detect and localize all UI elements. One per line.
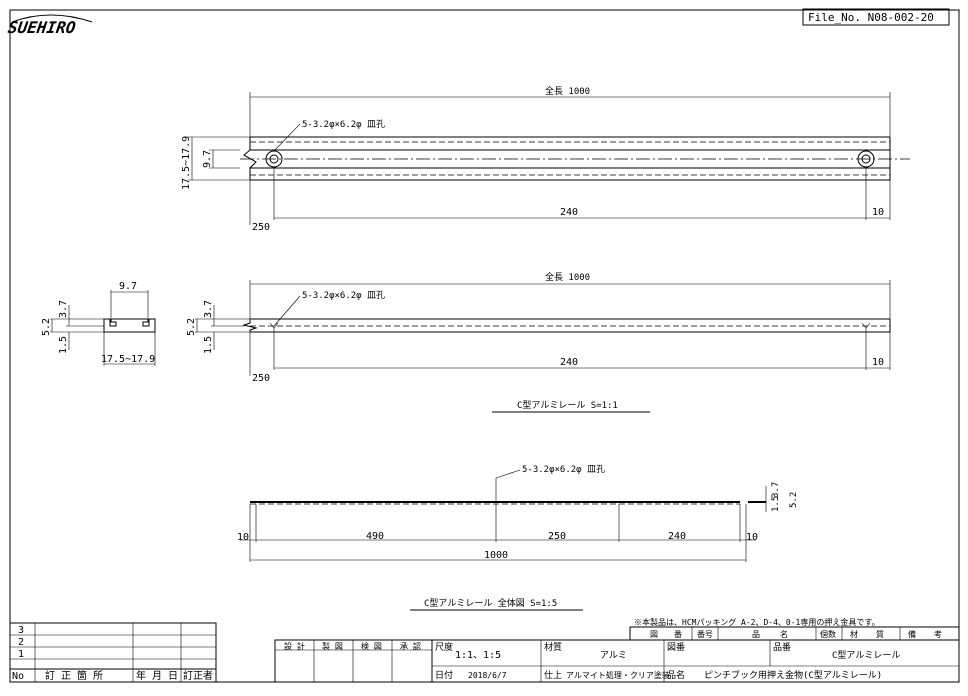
- top-hole-callout: 5-3.2φ×6.2φ 皿孔: [302, 119, 385, 130]
- top-dim-middle: 240: [560, 207, 578, 218]
- view-title-2: C型アルミレール 全体図 S=1:5: [424, 597, 557, 609]
- sec-dim-height-lower: 1.5: [58, 336, 69, 354]
- side-dim-left: 250: [252, 373, 270, 384]
- full-dim-end-left: 10: [237, 532, 249, 543]
- side-dim-height-total: 5.2: [186, 318, 197, 336]
- side-dim-middle: 240: [560, 357, 578, 368]
- file-no-box: [802, 8, 950, 26]
- rev-row-1: 1: [18, 649, 24, 660]
- top-dim-slot: 9.7: [202, 150, 213, 168]
- parts-h-3: 品: [752, 630, 760, 639]
- full-dim-h-lower: 1.5: [771, 496, 781, 512]
- side-overall-length: 全長 1000: [545, 271, 590, 283]
- parts-h-7: 質: [876, 629, 884, 639]
- parts-h-2: 番号: [697, 629, 713, 639]
- product-note: ※本製品は、HCMパッキング A-2、D-4、0-1専用の押え金具です。: [634, 617, 880, 627]
- parts-table: 図 番 番号 品 名 個数 材 質 備 考: [629, 626, 960, 641]
- scale-label: 尺度: [435, 641, 453, 653]
- rev-header-no: No: [12, 671, 24, 682]
- parts-h-9: 考: [934, 630, 942, 639]
- sec-dim-height-total: 5.2: [41, 318, 52, 336]
- sec-dim-top-width: 9.7: [119, 281, 137, 292]
- sign-approve: 承 認: [400, 641, 421, 651]
- parts-h-5: 個数: [820, 629, 836, 639]
- top-dim-width: 17.5~17.9: [181, 136, 192, 190]
- side-view: 全長 1000 5-3.2φ×6.2φ 皿孔 5.2 3.7 1.5 250 2…: [186, 271, 891, 384]
- full-dim-seg-2: 250: [548, 531, 566, 542]
- parts-h-6: 材: [850, 629, 858, 639]
- top-view: 全長 1000 5-3.2φ×6.2φ 皿孔 17.5~17.9 9.7: [181, 85, 910, 233]
- rev-header-desc: 訂 正 箇 所: [45, 669, 103, 682]
- sign-design: 設 計: [284, 641, 305, 651]
- finish-label: 仕上: [544, 669, 562, 681]
- suehiro-logo: SUEHIRO: [7, 14, 93, 37]
- sec-dim-bottom-width: 17.5~17.9: [101, 354, 155, 365]
- side-hole-callout: 5-3.2φ×6.2φ 皿孔: [302, 290, 385, 301]
- side-dim-height-upper: 3.7: [203, 300, 214, 318]
- full-hole-callout: 5-3.2φ×6.2φ 皿孔: [522, 464, 605, 475]
- finish-value: アルマイト処理・クリア塗装: [566, 670, 670, 680]
- top-dim-right: 10: [872, 207, 884, 218]
- full-dim-seg-1: 490: [366, 531, 384, 542]
- sign-check: 検 図: [361, 641, 382, 651]
- rev-row-2: 2: [18, 637, 24, 648]
- rev-header-date: 年 月 日: [136, 669, 178, 682]
- material-label: 材質: [544, 641, 562, 653]
- rev-row-3: 3: [18, 625, 24, 636]
- part-no-value: C型アルミレール: [832, 650, 900, 661]
- sec-dim-height-upper: 3.7: [58, 300, 69, 318]
- parts-h-0: 図: [650, 630, 658, 639]
- c-profile: [103, 318, 156, 333]
- top-overall-length: 全長 1000: [545, 85, 590, 97]
- revision-table: 3 2 1 No 訂 正 箇 所 年 月 日 訂正者: [9, 622, 217, 683]
- parts-h-4: 名: [780, 629, 788, 639]
- view-title-1: C型アルミレール S=1:1: [517, 400, 618, 411]
- scale-value: 1:1、1:5: [455, 650, 501, 661]
- full-view: 5-3.2φ×6.2φ 皿孔 10 490 250 240 10 1000 1.…: [237, 464, 799, 562]
- title-block: 設 計 製 図 検 図 承 認 尺度 1:1、1:5 材質 アルミ 図番 品番 …: [274, 639, 960, 683]
- name-label: 品名: [667, 669, 685, 681]
- date-value: 2018/6/7: [468, 671, 507, 680]
- top-dim-left: 250: [252, 222, 270, 233]
- side-dim-height-lower: 1.5: [203, 336, 214, 354]
- side-dim-right: 10: [872, 357, 884, 368]
- logo-text: SUEHIRO: [7, 18, 77, 37]
- drawing-no-label: 図番: [667, 641, 685, 653]
- section-view: 9.7 5.2 3.7 1.5 17.5~17.9: [41, 281, 156, 366]
- material-value: アルミ: [600, 651, 627, 661]
- file-no: File_No. N08-002-20: [808, 11, 934, 24]
- full-dim-h-total: 5.2: [789, 492, 799, 508]
- parts-h-1: 番: [674, 629, 682, 639]
- rev-header-by: 訂正者: [183, 669, 213, 682]
- parts-h-8: 備: [908, 629, 916, 639]
- full-dim-h-upper: 3.7: [771, 482, 781, 498]
- full-dim-seg-3: 240: [668, 531, 686, 542]
- sign-draft: 製 図: [322, 641, 343, 651]
- full-dim-total: 1000: [484, 550, 508, 561]
- part-no-label: 品番: [773, 641, 791, 653]
- full-dim-end-right: 10: [746, 532, 758, 543]
- name-value: ピンチブック用押え金物(C型アルミレール): [704, 669, 882, 681]
- sheet-border: [9, 9, 960, 683]
- date-label: 日付: [435, 670, 453, 681]
